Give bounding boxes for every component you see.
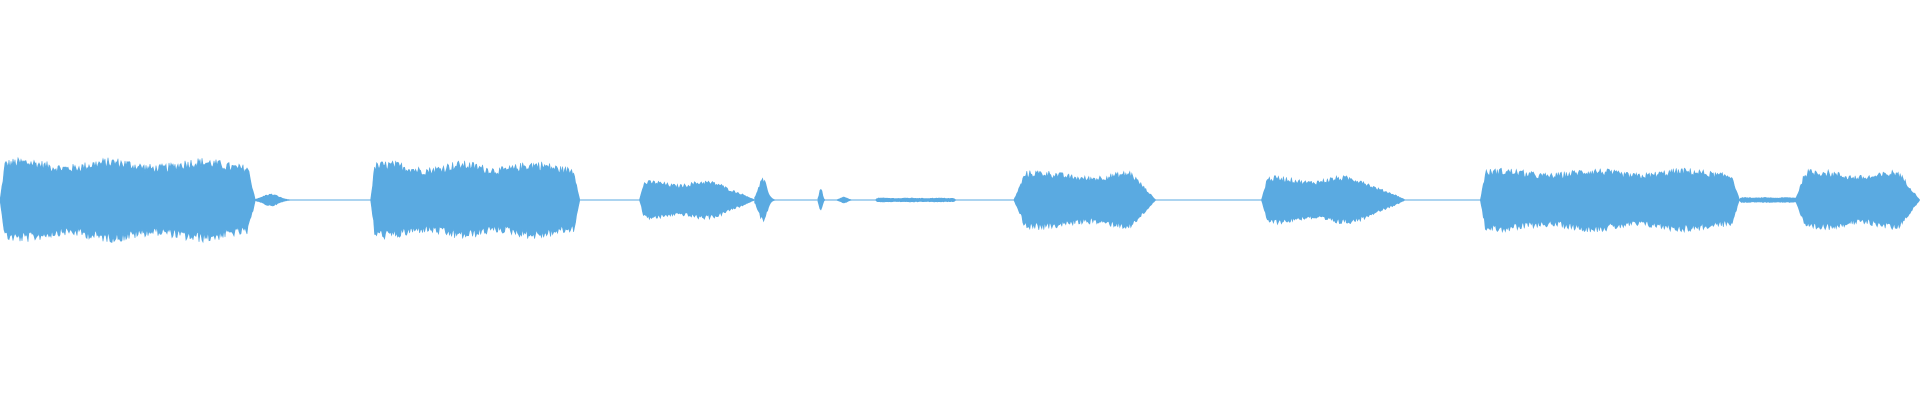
waveform-hum — [875, 197, 956, 203]
waveform-clip-1-shape — [0, 156, 256, 244]
waveform-blip-c-shape — [836, 196, 864, 204]
waveform-tail-1-shape — [255, 193, 317, 207]
waveform-clip-1 — [0, 156, 256, 244]
waveform-blip-d — [1739, 197, 1799, 203]
waveform-tail-1 — [255, 193, 317, 207]
waveform-clip-6-shape — [1479, 167, 1740, 234]
waveform-blip-b — [817, 188, 829, 211]
waveform-blip-a-shape — [754, 177, 787, 223]
waveform-blip-a — [754, 177, 787, 223]
waveform-clip-4-shape — [1013, 170, 1157, 231]
waveform-blip-b-shape — [817, 188, 829, 211]
waveform-clip-7 — [1794, 168, 1920, 231]
waveform-blip-d-shape — [1739, 197, 1799, 203]
waveform-clip-5-shape — [1261, 174, 1407, 226]
waveform-clip-7-shape — [1794, 168, 1920, 231]
waveform-clip-6 — [1479, 167, 1740, 234]
waveform-clip-2 — [370, 160, 580, 240]
waveform-clip-3-shape — [639, 180, 755, 221]
waveform-clip-4 — [1013, 170, 1157, 231]
waveform-clip-2-shape — [370, 160, 580, 240]
waveform-blip-c — [836, 196, 864, 204]
waveform-hum-shape — [875, 197, 956, 203]
waveform-clip-5 — [1261, 174, 1407, 226]
waveform-clip-3 — [639, 180, 755, 221]
